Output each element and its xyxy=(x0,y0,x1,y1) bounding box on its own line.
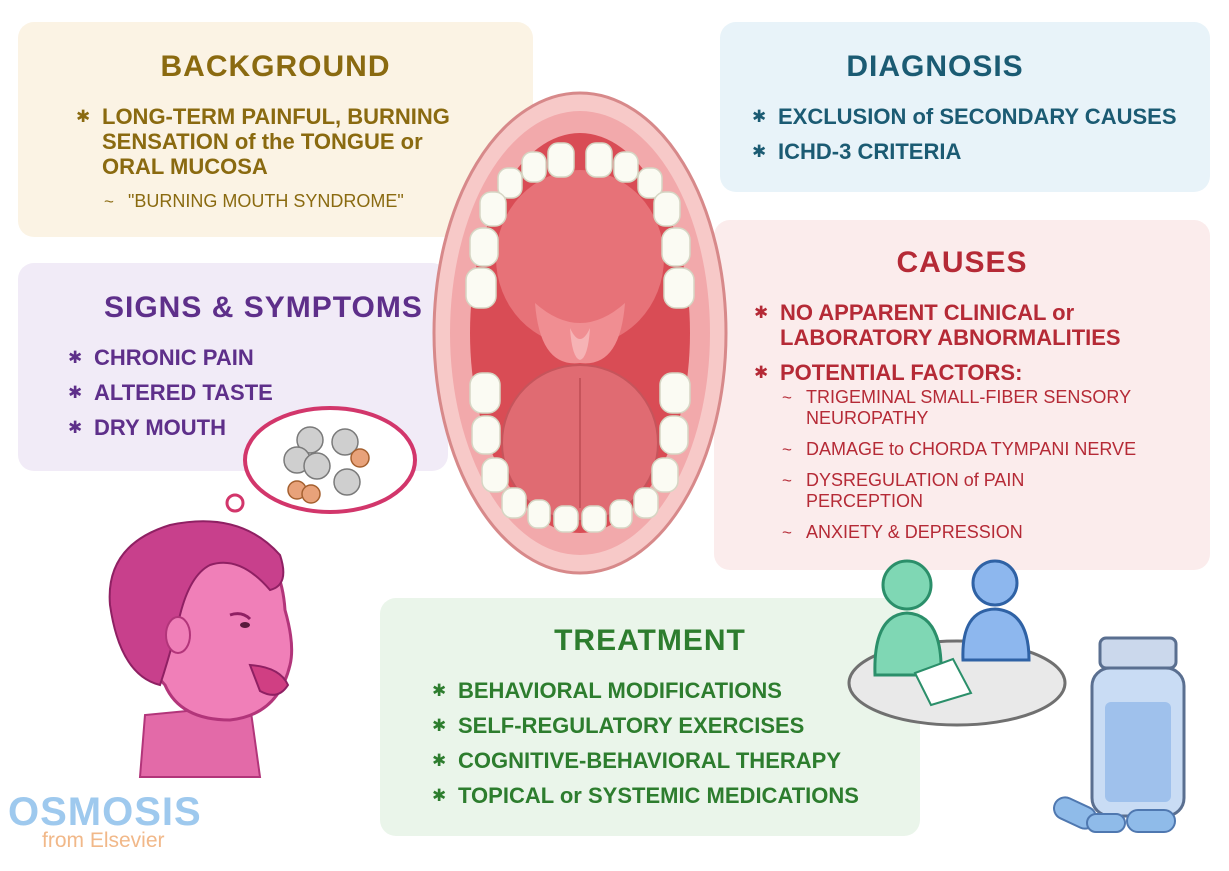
open-mouth-illustration xyxy=(432,91,728,575)
treatment-list: BEHAVIORAL MODIFICATIONS SELF-REGULATORY… xyxy=(432,678,859,818)
background-list: LONG-TERM PAINFUL, BURNING SENSATION of … xyxy=(76,104,476,222)
causes-list: NO APPARENT CLINICAL or LABORATORY ABNOR… xyxy=(754,300,1136,553)
therapy-session-illustration xyxy=(847,559,1067,727)
diagnosis-panel: DIAGNOSIS EXCLUSION of SECONDARY CAUSES … xyxy=(720,22,1210,192)
person-sticking-out-tongue-illustration xyxy=(108,520,294,778)
background-panel: BACKGROUND LONG-TERM PAINFUL, BURNING SE… xyxy=(18,22,533,237)
thought-bubble-with-coins-icon xyxy=(225,406,417,514)
treatment-item: TOPICAL or SYSTEMIC MEDICATIONS xyxy=(432,783,859,808)
diagnosis-title: DIAGNOSIS xyxy=(846,50,1024,83)
signs-symptoms-title: SIGNS & SYMPTOMS xyxy=(104,291,423,324)
signs-item: CHRONIC PAIN xyxy=(68,345,273,370)
causes-panel: CAUSES NO APPARENT CLINICAL or LABORATOR… xyxy=(714,220,1210,570)
diagnosis-item: ICHD-3 CRITERIA xyxy=(752,139,1177,164)
diagnosis-item: EXCLUSION of SECONDARY CAUSES xyxy=(752,104,1177,129)
treatment-item: SELF-REGULATORY EXERCISES xyxy=(432,713,859,738)
background-sublist: "BURNING MOUTH SYNDROME" xyxy=(102,191,476,212)
osmosis-logo: OSMOSIS from Elsevier xyxy=(8,790,202,853)
factor-item: TRIGEMINAL SMALL-FIBER SENSORY NEUROPATH… xyxy=(780,387,1140,429)
diagnosis-list: EXCLUSION of SECONDARY CAUSES ICHD-3 CRI… xyxy=(752,104,1177,174)
treatment-item: COGNITIVE-BEHAVIORAL THERAPY xyxy=(432,748,859,773)
signs-symptoms-list: CHRONIC PAIN ALTERED TASTE DRY MOUTH xyxy=(68,345,273,450)
treatment-title: TREATMENT xyxy=(554,624,746,657)
background-item-text: LONG-TERM PAINFUL, BURNING SENSATION of … xyxy=(102,104,450,179)
background-title: BACKGROUND xyxy=(160,50,391,83)
factor-item: DAMAGE to CHORDA TYMPANI NERVE xyxy=(780,439,1140,460)
logo-sub: from Elsevier xyxy=(42,829,165,852)
causes-item: NO APPARENT CLINICAL or LABORATORY ABNOR… xyxy=(754,300,1134,350)
causes-item: POTENTIAL FACTORS: TRIGEMINAL SMALL-FIBE… xyxy=(754,360,1136,543)
signs-item: DRY MOUTH xyxy=(68,415,273,440)
causes-item-text: POTENTIAL FACTORS: xyxy=(780,360,1023,385)
factor-item: ANXIETY & DEPRESSION xyxy=(780,522,1140,543)
background-item: LONG-TERM PAINFUL, BURNING SENSATION of … xyxy=(76,104,476,212)
background-subitem: "BURNING MOUTH SYNDROME" xyxy=(102,191,476,212)
logo-name: OSMOSIS xyxy=(8,790,202,834)
pill-bottle-illustration xyxy=(1053,636,1186,833)
factor-item: DYSREGULATION of PAIN PERCEPTION xyxy=(780,470,1140,512)
causes-title: CAUSES xyxy=(896,246,1028,279)
treatment-panel: TREATMENT BEHAVIORAL MODIFICATIONS SELF-… xyxy=(380,598,920,836)
treatment-item: BEHAVIORAL MODIFICATIONS xyxy=(432,678,859,703)
signs-item: ALTERED TASTE xyxy=(68,380,273,405)
potential-factors-list: TRIGEMINAL SMALL-FIBER SENSORY NEUROPATH… xyxy=(780,387,1140,543)
